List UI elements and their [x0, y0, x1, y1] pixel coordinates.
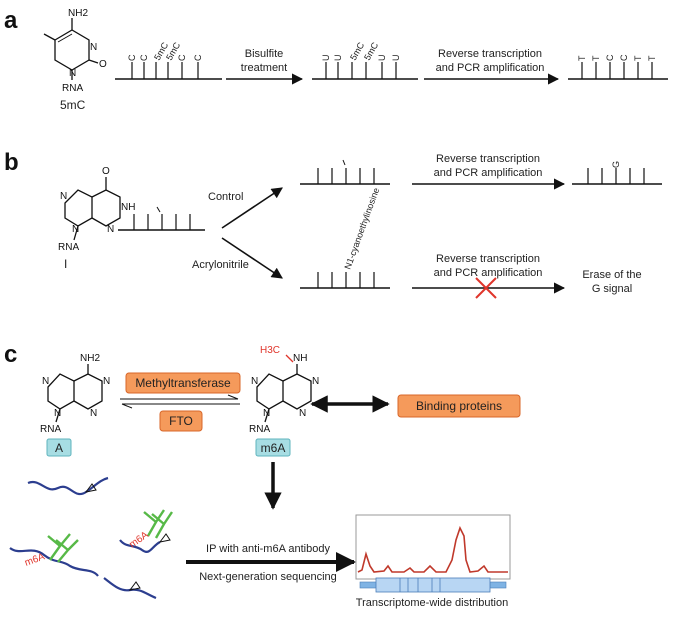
m6a-h3c: H3C: [260, 345, 280, 356]
seq2-base-2: U: [333, 55, 343, 62]
seq1: C C 5mC 5mC C C: [115, 40, 222, 80]
seq-b-control-result: G: [572, 161, 662, 185]
gene-model: [359, 577, 507, 593]
seq1-base-2: C: [139, 54, 149, 61]
inosine-n9: N: [72, 224, 79, 235]
m6a-structure: H3C NH N N N N RNA: [249, 345, 319, 435]
rt-a-label-2: and PCR amplification: [436, 62, 545, 74]
rt-a-label-1: Reverse transcription: [438, 48, 542, 60]
branch-arrows: Control Acrylonitrile: [192, 187, 283, 279]
seq2: U U 5mC 5mC U U: [312, 40, 418, 80]
methyl-flag-icons: [84, 483, 171, 591]
bisulfite-label-1: Bisulfite: [245, 48, 284, 60]
equilibrium-arrows: [120, 394, 240, 409]
5mc-o: O: [99, 59, 107, 70]
signal-track: [355, 514, 511, 580]
inosine-rna: RNA: [58, 242, 79, 253]
blocked-x-icon: [475, 277, 497, 299]
adenine-n7: N: [42, 376, 49, 387]
adenine-tag: A: [46, 438, 72, 457]
m6a-tag: m6A: [255, 438, 291, 457]
adenine-structure: NH2 N N N N RNA: [40, 353, 110, 435]
ip-label: IP with anti-m6A antibody: [206, 543, 330, 555]
bisulfite-arrow: Bisulfite treatment: [226, 48, 304, 85]
erase-label-2: G signal: [592, 283, 632, 295]
seq3-base-1: T: [577, 55, 587, 61]
5mc-name: 5mC: [60, 98, 86, 112]
binding-proteins-box: Binding proteins: [397, 394, 521, 418]
seq1-base-1: C: [127, 54, 137, 61]
adenine-nh2: NH2: [80, 353, 100, 364]
m6a-tag-label: m6A: [261, 441, 286, 455]
rt-arrow-b-top: Reverse transcription and PCR amplificat…: [412, 153, 566, 190]
fto-box: FTO: [159, 410, 203, 432]
cyanoethylinosine-label: N1-cyanoethylinosine: [342, 186, 381, 270]
inosine-structure: O N NH N N RNA I: [58, 166, 135, 271]
rt-arrow-b-bottom: Reverse transcription and PCR amplificat…: [412, 253, 566, 294]
rt-b-top-label-2: and PCR amplification: [434, 167, 543, 179]
m6a-rna: RNA: [249, 424, 270, 435]
seq3-base-2: T: [591, 55, 601, 61]
rt-b-bottom-label-2: and PCR amplification: [434, 267, 543, 279]
seq1-base-5: C: [177, 54, 187, 61]
acrylonitrile-label: Acrylonitrile: [192, 259, 249, 271]
antibody-icons: [47, 509, 173, 563]
seq3: T T C C T T: [568, 54, 668, 80]
ngs-label: Next-generation sequencing: [199, 571, 337, 583]
control-result-base: G: [611, 161, 621, 168]
seq3-base-3: C: [605, 54, 615, 61]
5mc-rna: RNA: [62, 83, 83, 94]
methyltransferase-box: Methyltransferase: [125, 372, 241, 394]
panel-c-label: c: [4, 341, 17, 368]
control-label: Control: [208, 191, 243, 203]
5mc-n1: N: [69, 68, 76, 79]
5mc-nh2: NH2: [68, 8, 88, 19]
m6a-n3: N: [299, 408, 306, 419]
adenine-rna: RNA: [40, 424, 61, 435]
adenine-tag-label: A: [55, 441, 63, 455]
seq-b-acrylonitrile: N1-cyanoethylinosine: [300, 186, 390, 289]
fto-label: FTO: [169, 414, 193, 428]
inosine-nh: NH: [121, 202, 135, 213]
m6a-nh: NH: [293, 353, 307, 364]
panel-a-label: a: [4, 7, 18, 34]
5mc-structure: NH2 N N O RNA 5mC: [43, 8, 107, 112]
adenine-n3: N: [90, 408, 97, 419]
seq-b-start: [118, 206, 205, 231]
seq3-base-4: C: [619, 54, 629, 61]
adenine-n9: N: [54, 408, 61, 419]
seq2-base-5: U: [377, 55, 387, 62]
rt-b-top-label-1: Reverse transcription: [436, 153, 540, 165]
erase-label-1: Erase of the: [582, 269, 641, 281]
inosine-name: I: [64, 257, 67, 271]
rt-arrow-a: Reverse transcription and PCR amplificat…: [424, 48, 560, 85]
binding-proteins-label: Binding proteins: [416, 399, 502, 413]
inosine-n3: N: [107, 224, 114, 235]
panel-b-label: b: [4, 149, 19, 176]
methyltransferase-label: Methyltransferase: [135, 376, 231, 390]
m6a-n9: N: [263, 408, 270, 419]
inosine-n7: N: [60, 191, 67, 202]
seq3-base-6: T: [647, 55, 657, 61]
m6a-n1: N: [312, 376, 319, 387]
adenine-n1: N: [103, 376, 110, 387]
bisulfite-label-2: treatment: [241, 62, 287, 74]
m6a-tag-left: m6A: [23, 551, 46, 568]
ip-arrow: IP with anti-m6A antibody Next-generatio…: [186, 543, 356, 583]
seq-b-control: [300, 159, 390, 185]
seq3-base-5: T: [633, 55, 643, 61]
seq1-base-6: C: [193, 54, 203, 61]
rt-b-bottom-label-1: Reverse transcription: [436, 253, 540, 265]
m6a-n7: N: [251, 376, 258, 387]
inosine-o: O: [102, 166, 110, 177]
5mc-n3: N: [90, 42, 97, 53]
distribution-label: Transcriptome-wide distribution: [356, 597, 508, 609]
seq2-base-6: U: [391, 55, 401, 62]
seq2-base-1: U: [321, 55, 331, 62]
